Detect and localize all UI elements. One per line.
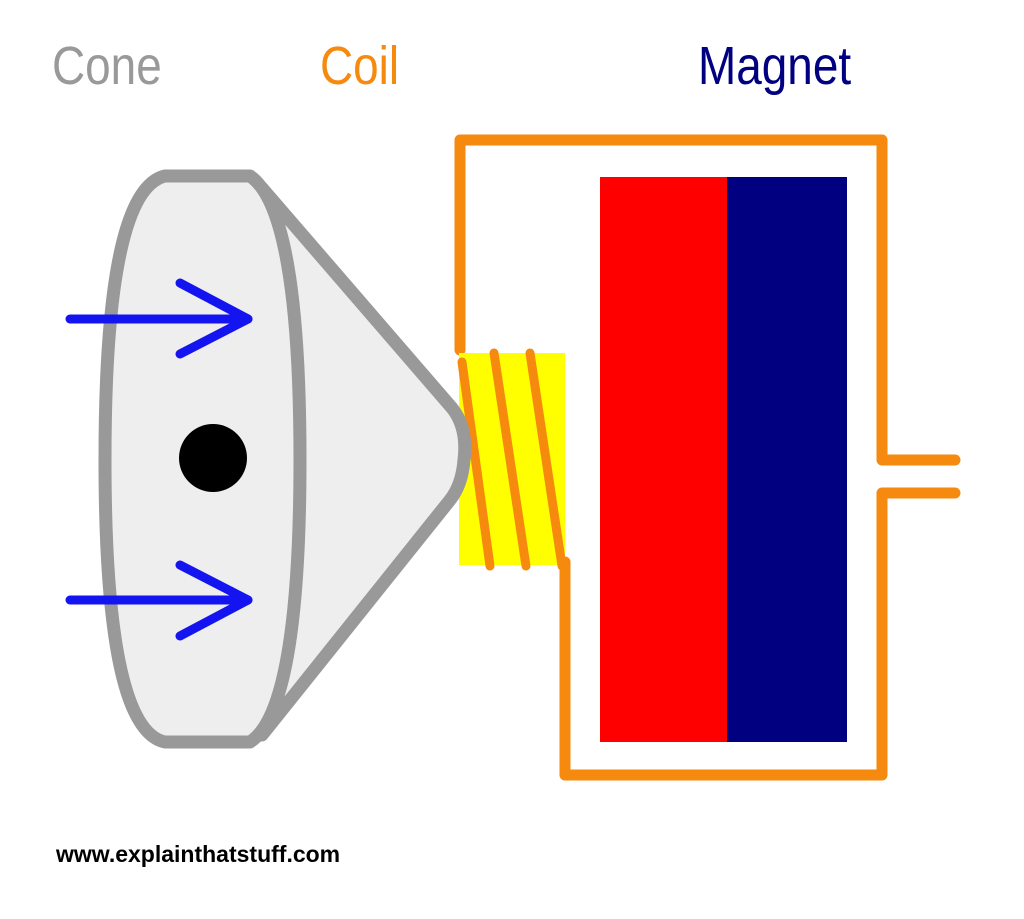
arrow-right-icon bbox=[65, 278, 253, 359]
magnet-label: Magnet bbox=[698, 36, 852, 96]
coil-label: Coil bbox=[320, 36, 400, 96]
cone-label: Cone bbox=[52, 36, 162, 96]
cone-body bbox=[255, 181, 472, 742]
coil-wire-frame bbox=[454, 134, 961, 781]
cone-center-dot bbox=[179, 424, 247, 492]
coil-windings bbox=[457, 348, 567, 571]
arrow-right-icon bbox=[65, 560, 253, 641]
magnet-north-pole bbox=[600, 177, 727, 742]
source-url: www.explainthatstuff.com bbox=[56, 841, 341, 867]
magnet-south-pole bbox=[727, 177, 847, 742]
cone bbox=[98, 169, 472, 749]
